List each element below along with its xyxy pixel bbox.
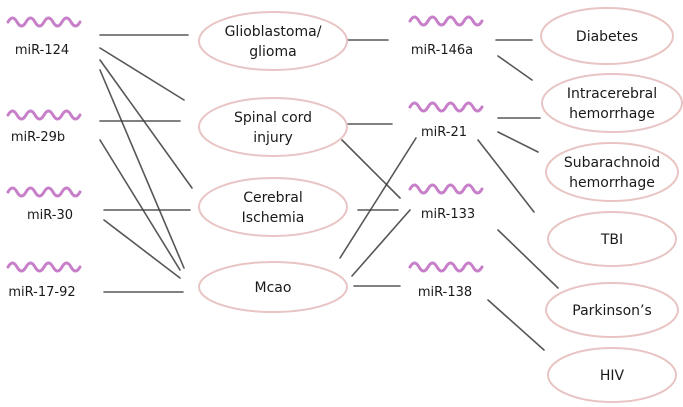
condition-label-line: hemorrhage (569, 106, 655, 122)
condition-label-line: HIV (600, 368, 625, 384)
condition-label-line: Parkinson’s (572, 303, 652, 319)
mirna-label-m1792: miR-17-92 (8, 285, 75, 300)
condition-ellipse (540, 7, 674, 65)
connector-m30-mcao (103, 219, 181, 279)
condition-node-diab: Diabetes (540, 7, 674, 65)
condition-label-line: injury (253, 130, 293, 146)
connector-mcao-m133 (351, 209, 411, 277)
mirna-label-m133: miR-133 (421, 207, 475, 222)
connector-mcao-m21 (339, 137, 417, 259)
connector-m146a-ich (497, 55, 533, 81)
mirna-label-m29b: miR-29b (11, 130, 65, 145)
condition-node-glio: Glioblastoma/glioma (198, 11, 348, 71)
mirna-wave-icon (408, 261, 484, 273)
condition-ellipse (198, 177, 348, 237)
condition-label-line: TBI (600, 232, 623, 248)
condition-ellipse (198, 261, 348, 313)
condition-ellipse (198, 97, 348, 157)
condition-node-pd: Parkinson’s (545, 282, 679, 338)
connector-m138-hiv (487, 299, 545, 351)
connection-lines (99, 34, 559, 351)
connector-m21-sah (497, 131, 539, 153)
condition-node-hiv: HIV (547, 347, 677, 403)
condition-label-line: Diabetes (576, 29, 638, 45)
condition-ellipse (198, 11, 348, 71)
condition-label-line: Mcao (255, 280, 292, 296)
mirna-wave-icon (6, 261, 82, 273)
mirna-wave-icon (408, 15, 484, 27)
connector-m133-pd (497, 229, 559, 289)
mirna-wave-icons (6, 15, 484, 273)
condition-node-sah: Subarachnoid hemorrhage (545, 142, 679, 202)
mirna-label-m138: miR-138 (418, 285, 472, 300)
condition-label-line: Cerebral (243, 190, 303, 206)
connector-m124-sci (99, 47, 185, 101)
connector-m124-isch (99, 59, 193, 189)
connector-m124-mcao (99, 69, 185, 269)
condition-label-line: Subarachnoid (564, 155, 660, 171)
mirna-label-m124: miR-124 (15, 43, 69, 58)
condition-ellipse (545, 142, 679, 202)
mirna-label-m30: miR-30 (27, 208, 73, 223)
condition-ellipse (545, 282, 679, 338)
condition-label-line: Spinal cord (234, 110, 312, 126)
connector-m29b-mcao (99, 139, 181, 271)
condition-ellipse (547, 211, 677, 267)
mirna-labels: miR-124 miR-29b miR-30 miR-17-92 miR-146a miR… (8, 43, 475, 300)
mirna-wave-icon (408, 183, 484, 195)
condition-ellipse (541, 73, 683, 133)
condition-label-line: hemorrhage (569, 175, 655, 191)
mirna-label-m146a: miR-146a (411, 43, 473, 58)
mirna-wave-icon (6, 109, 82, 121)
mirna-wave-icon (6, 16, 82, 28)
condition-node-sci: Spinal cord injury (198, 97, 348, 157)
condition-node-ich: Intracerebral hemorrhage (541, 73, 683, 133)
mirna-wave-icon (408, 101, 484, 113)
condition-label-line: Glioblastoma/ (225, 24, 322, 40)
connector-m21-tbi (477, 139, 535, 213)
condition-label-line: glioma (249, 44, 296, 60)
condition-label-line: Ischemia (242, 210, 305, 226)
mirna-wave-icon (6, 186, 82, 198)
condition-node-mcao: Mcao (198, 261, 348, 313)
mirna-label-m21: miR-21 (421, 125, 467, 140)
condition-label-line: Intracerebral (567, 86, 657, 102)
condition-node-tbi: TBI (547, 211, 677, 267)
condition-ellipse (547, 347, 677, 403)
connector-sci-m133 (341, 139, 401, 199)
